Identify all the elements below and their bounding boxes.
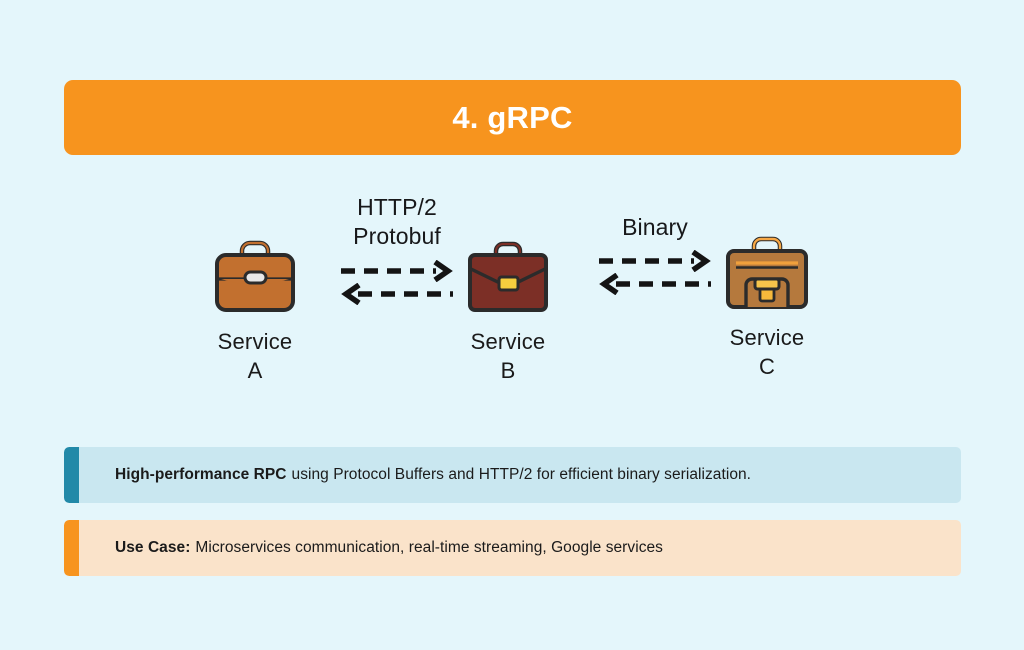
link-b-to-c-label: Binary xyxy=(622,214,688,240)
description-text: High-performance RPC using Protocol Buff… xyxy=(79,447,961,503)
service-node-b-sublabel: B xyxy=(500,358,516,384)
briefcase-icon xyxy=(180,227,330,327)
link-a-to-b-arrows xyxy=(307,259,487,306)
dashed-arrow-left-icon xyxy=(565,273,745,296)
dashed-arrow-right-icon xyxy=(307,259,487,283)
description-body: using Protocol Buffers and HTTP/2 for ef… xyxy=(291,466,752,483)
service-node-a[interactable]: Service A xyxy=(180,227,330,385)
use-case-info-box: Use Case: Microservices communication, r… xyxy=(64,520,961,576)
service-flow-diagram: Service A HTTP/2 Protobuf xyxy=(185,185,845,400)
service-node-c-label: Service C xyxy=(692,323,842,381)
use-case-text: Use Case: Microservices communication, r… xyxy=(79,520,961,576)
briefcase-icon xyxy=(433,227,583,327)
link-a-to-b-label: HTTP/2 Protobuf xyxy=(353,194,441,250)
header-banner: 4. gRPC xyxy=(64,80,961,155)
description-lead: High-performance RPC xyxy=(115,466,287,483)
service-node-a-label: Service A xyxy=(180,327,330,385)
use-case-body: Microservices communication, real-time s… xyxy=(195,539,663,556)
dashed-arrow-left-icon xyxy=(307,282,487,306)
link-b-to-c: Binary xyxy=(565,213,745,296)
description-info-box: High-performance RPC using Protocol Buff… xyxy=(64,447,961,503)
dashed-arrow-right-icon xyxy=(565,250,745,273)
service-node-c[interactable]: Service C xyxy=(692,223,842,381)
page-title: 4. gRPC xyxy=(452,99,573,135)
service-node-a-sublabel: A xyxy=(247,358,263,384)
use-case-accent-bar xyxy=(64,520,79,576)
description-accent-bar xyxy=(64,447,79,503)
use-case-lead: Use Case: xyxy=(115,539,191,556)
link-b-to-c-arrows xyxy=(565,250,745,296)
service-node-c-sublabel: C xyxy=(758,354,776,380)
link-a-to-b: HTTP/2 Protobuf xyxy=(307,193,487,306)
service-node-b-label: Service B xyxy=(433,327,583,385)
briefcase-icon xyxy=(692,223,842,323)
service-node-b[interactable]: Service B xyxy=(433,227,583,385)
